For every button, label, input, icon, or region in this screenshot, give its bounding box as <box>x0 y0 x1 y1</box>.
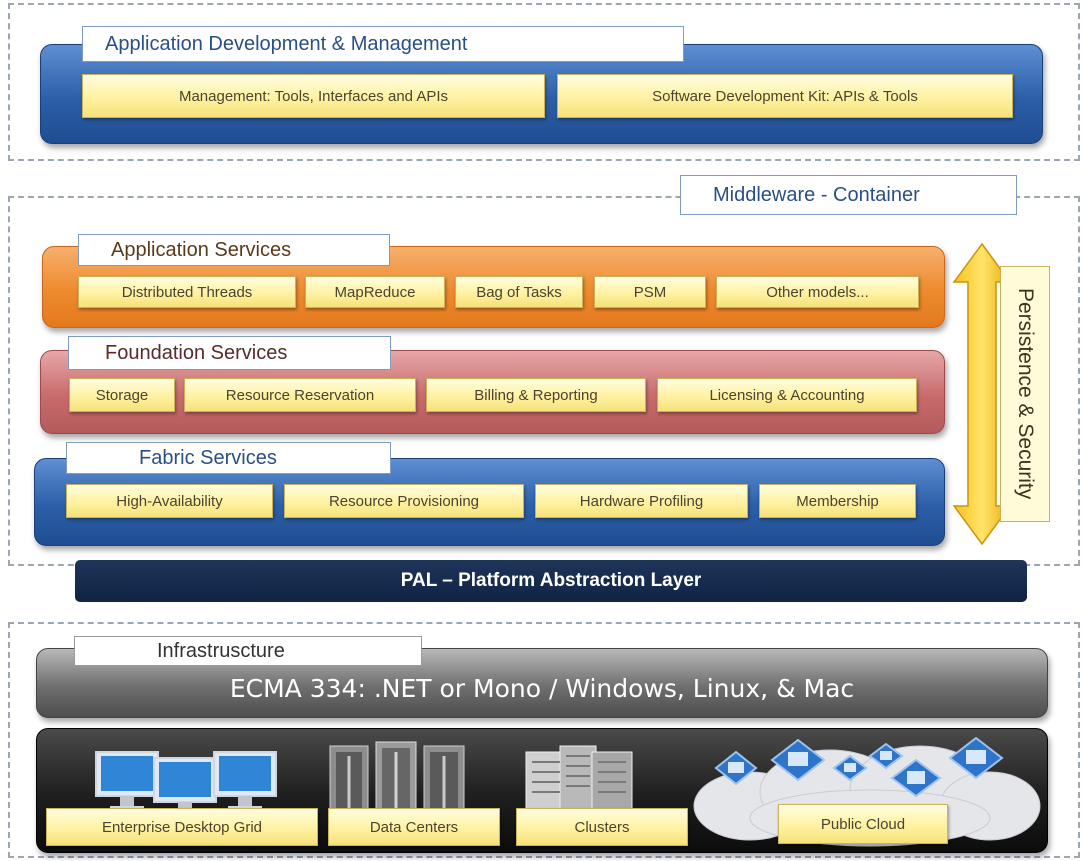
fabric-services-title: Fabric Services <box>66 442 391 474</box>
persistence-security-text: Persistence & Security <box>1014 288 1037 500</box>
pal-layer: PAL – Platform Abstraction Layer <box>75 560 1027 602</box>
data-centers-label: Data Centers <box>328 808 500 846</box>
storage-box: Storage <box>69 378 175 412</box>
psm-box: PSM <box>594 276 706 308</box>
hardware-profiling-box: Hardware Profiling <box>535 484 748 518</box>
sdk-box: Software Development Kit: APIs & Tools <box>557 74 1013 118</box>
infrastructure-title: Infrastruscture <box>74 636 422 666</box>
enterprise-desktop-grid-label: Enterprise Desktop Grid <box>46 808 318 846</box>
mapreduce-box: MapReduce <box>305 276 445 308</box>
cluster-servers-icon <box>525 745 633 817</box>
high-availability-box: High-Availability <box>66 484 273 518</box>
resource-reservation-box: Resource Reservation <box>184 378 416 412</box>
middleware-title: Middleware - Container <box>680 175 1017 215</box>
resource-provisioning-box: Resource Provisioning <box>284 484 524 518</box>
infrastructure-section <box>8 622 1080 858</box>
membership-box: Membership <box>759 484 916 518</box>
app-dev-title: Application Development & Management <box>82 26 684 62</box>
other-models-box: Other models... <box>716 276 919 308</box>
desktop-monitors-icon <box>95 751 277 814</box>
foundation-services-title: Foundation Services <box>68 336 391 370</box>
management-tools-box: Management: Tools, Interfaces and APIs <box>82 74 545 118</box>
clusters-label: Clusters <box>516 808 688 846</box>
billing-reporting-box: Billing & Reporting <box>426 378 646 412</box>
application-services-title: Application Services <box>78 234 390 266</box>
bag-of-tasks-box: Bag of Tasks <box>455 276 583 308</box>
persistence-security-label: Persistence & Security <box>1000 266 1050 522</box>
public-cloud-label: Public Cloud <box>778 804 948 844</box>
runtime-text: ECMA 334: .NET or Mono / Windows, Linux,… <box>229 673 855 703</box>
licensing-accounting-box: Licensing & Accounting <box>657 378 917 412</box>
app-dev-section <box>8 3 1080 161</box>
distributed-threads-box: Distributed Threads <box>78 276 296 308</box>
server-racks-icon <box>329 741 465 821</box>
